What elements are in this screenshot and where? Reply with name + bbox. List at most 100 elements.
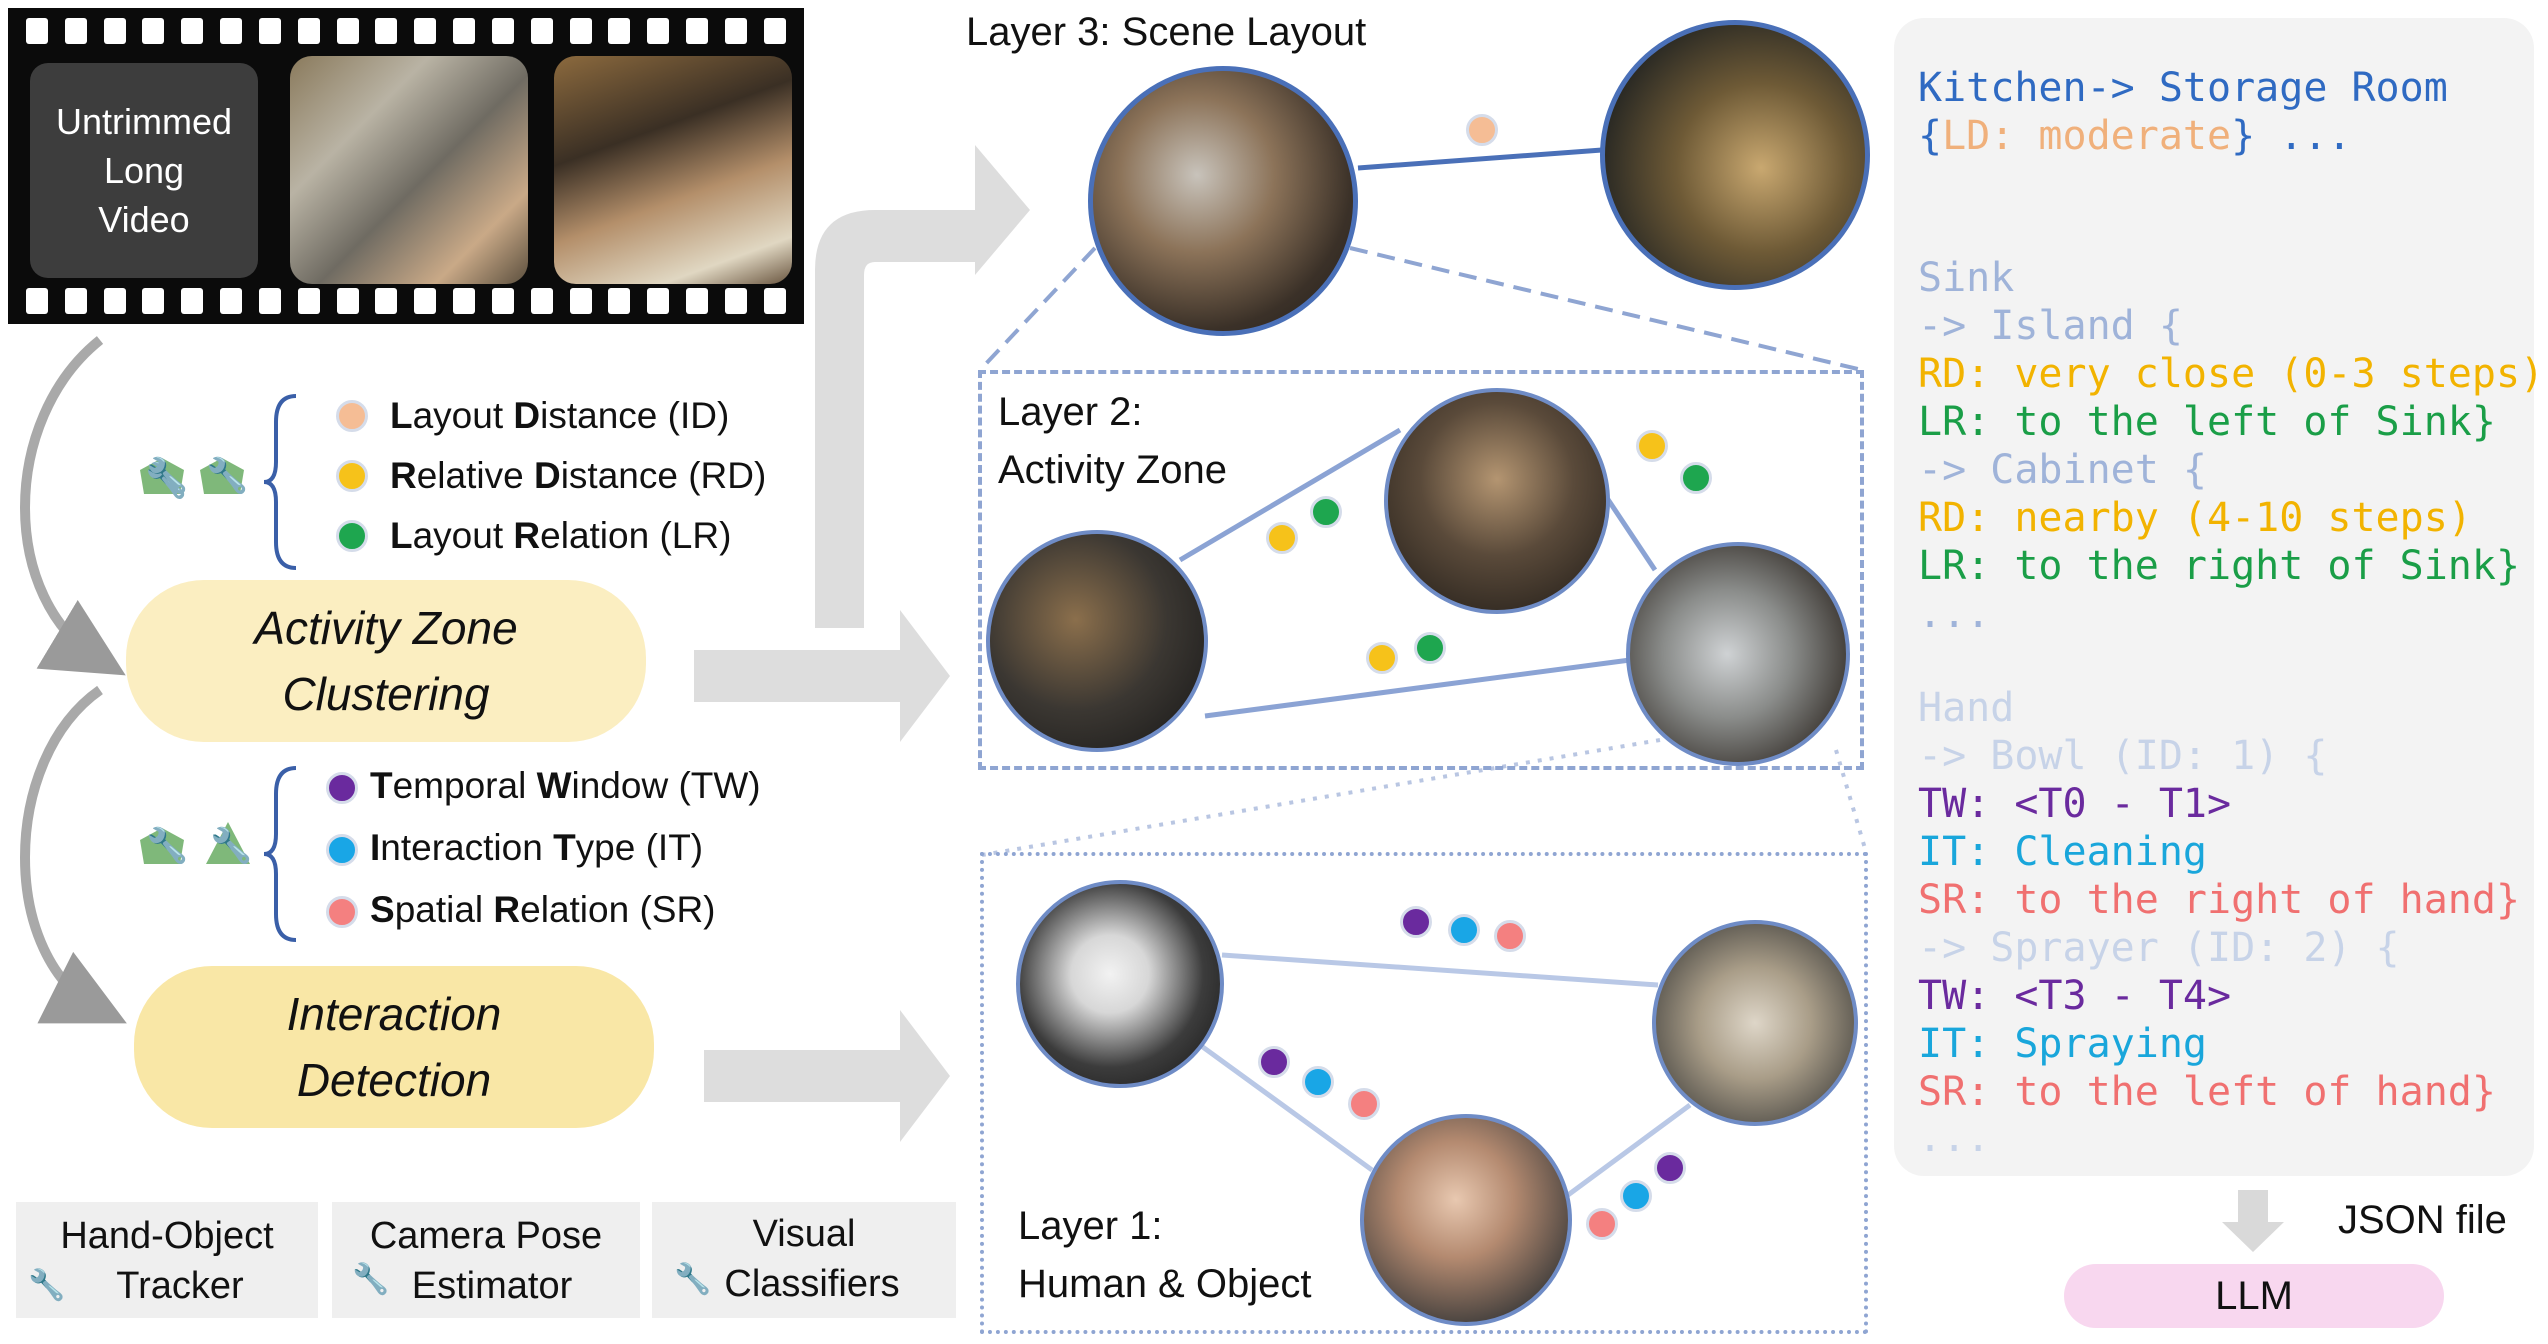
- layer3-title: Layer 3: Scene Layout: [966, 10, 1367, 54]
- wrench-icon: 🔧: [28, 1269, 66, 1302]
- json-line: LR: to the left of Sink}: [1918, 399, 2496, 445]
- layer2-box: [978, 370, 1864, 770]
- json-line: IT: Cleaning: [1918, 829, 2207, 875]
- film-holes-bottom: [26, 288, 786, 314]
- block-arrow-to-layer3: [815, 145, 1030, 628]
- wrench-icon: 🔧: [210, 827, 253, 865]
- layer2-title: Layer 2:: [998, 390, 1143, 434]
- untrimmed-video-filmstrip: Untrimmed Long Video: [8, 8, 804, 324]
- tool-label-line: Estimator: [411, 1265, 573, 1307]
- relation-dot-lr: [1414, 632, 1446, 664]
- object-circle-bowl: [1652, 920, 1858, 1126]
- json-line: TW: <T0 - T1>: [1918, 781, 2232, 827]
- legend-dot-id: [336, 400, 368, 432]
- relation-dot-tw: [1258, 1046, 1290, 1078]
- pill-line: Clustering: [282, 668, 490, 720]
- relation-dot-lr: [1680, 462, 1712, 494]
- legend-dot-sr: [326, 896, 358, 928]
- activity-zone-clustering-pill: Activity Zone Clustering: [126, 580, 646, 742]
- film-label-line: Video: [98, 199, 190, 240]
- pill-line: Detection: [296, 1054, 492, 1106]
- object-circle-hand: [1360, 1114, 1572, 1326]
- wrench-icon: 🔧: [146, 827, 189, 865]
- tool-visual-classifiers: Visual Classifiers: [652, 1202, 956, 1318]
- zone-circle-island: [1384, 388, 1610, 614]
- block-arrow-to-layer2: [694, 610, 950, 742]
- curved-arrow-to-detection: [20, 685, 127, 1024]
- legend-spatial-relation: Spatial Relation (SR): [370, 889, 716, 930]
- pill-line: Activity Zone: [254, 602, 518, 654]
- tool-label-line: Tracker: [116, 1265, 244, 1307]
- relation-dot-it: [1620, 1180, 1652, 1212]
- video-frame-sink: [290, 56, 528, 284]
- json-line: SR: to the right of hand}: [1918, 877, 2521, 923]
- film-label-line: Untrimmed: [55, 101, 233, 142]
- relation-dot-sr: [1586, 1208, 1618, 1240]
- relation-dot-tw: [1400, 906, 1432, 938]
- legend-brace-bottom: [263, 766, 297, 942]
- svg-text:🔧: 🔧: [145, 460, 187, 501]
- relation-dot-rd: [1636, 430, 1668, 462]
- video-frame-cooking: [554, 56, 792, 284]
- relation-dot-it: [1448, 914, 1480, 946]
- legend-dot-rd: [336, 460, 368, 492]
- tool-label-line: Hand-Object: [60, 1215, 274, 1257]
- tool-camera-pose-estimator: Camera Pose Estimator: [332, 1202, 640, 1318]
- layer2-subtitle: Activity Zone: [998, 448, 1227, 492]
- json-line: ...: [1918, 591, 1991, 637]
- json-line: {LD: moderate} ...: [1918, 113, 2352, 159]
- relation-dot-ld: [1466, 114, 1498, 146]
- legend-interaction-type: Interaction Type (IT): [370, 827, 704, 868]
- interaction-detection-pill: Interaction Detection: [134, 966, 654, 1128]
- untrimmed-video-label: Untrimmed Long Video: [30, 63, 258, 278]
- json-file-label: JSON file: [2338, 1198, 2507, 1242]
- json-line: -> Cabinet {: [1918, 447, 2207, 493]
- json-line: RD: very close (0-3 steps): [1918, 351, 2545, 397]
- block-arrow-to-layer1: [704, 1010, 950, 1142]
- wrench-icon: 🔧: [674, 1263, 712, 1296]
- json-line: -> Sprayer (ID: 2) {: [1918, 925, 2400, 971]
- layer1-title: Layer 1:: [1018, 1204, 1163, 1248]
- object-circle-sprayer: [1016, 880, 1224, 1088]
- relation-dot-it: [1302, 1066, 1334, 1098]
- down-arrow-to-llm: [2222, 1190, 2284, 1252]
- json-line: IT: Spraying: [1918, 1021, 2207, 1067]
- layer1-box: [980, 852, 1868, 1334]
- scene-circle-storage-room: [1600, 20, 1870, 290]
- pill-line: Interaction: [286, 988, 502, 1040]
- wrench-icon: 🔧: [352, 1263, 390, 1296]
- llm-box: LLM: [2064, 1264, 2444, 1328]
- relation-dot-rd: [1366, 642, 1398, 674]
- json-line: ...: [1918, 1115, 1991, 1161]
- tool-label-line: Visual: [752, 1213, 856, 1255]
- layer1-subtitle: Human & Object: [1018, 1262, 1312, 1306]
- relation-dot-rd: [1266, 522, 1298, 554]
- json-line: -> Bowl (ID: 1) {: [1918, 733, 2328, 779]
- wrench-icon: 🔧: [206, 457, 249, 495]
- relation-dot-sr: [1494, 920, 1526, 952]
- relation-dot-sr: [1348, 1088, 1380, 1120]
- json-line: SR: to the left of hand}: [1918, 1069, 2496, 1115]
- tool-label-line: Camera Pose: [369, 1215, 603, 1257]
- json-line: LR: to the right of Sink}: [1918, 543, 2521, 589]
- scene-circle-kitchen: [1088, 66, 1358, 336]
- json-line: Sink: [1918, 255, 2015, 301]
- relation-dot-lr: [1310, 496, 1342, 528]
- tool-label-line: Classifiers: [724, 1263, 900, 1305]
- json-line: TW: <T3 - T4>: [1918, 973, 2232, 1019]
- json-line: RD: nearby (4-10 steps): [1918, 495, 2472, 541]
- film-label-line: Long: [103, 150, 185, 191]
- legend-dot-lr: [336, 520, 368, 552]
- json-line: -> Island {: [1918, 303, 2183, 349]
- zone-circle-cabinet: [986, 530, 1208, 752]
- relation-dot-tw: [1654, 1152, 1686, 1184]
- legend-layout-relation: Layout Relation (LR): [390, 515, 732, 556]
- legend-layout-distance: Layout Distance (ID): [390, 395, 730, 436]
- json-output-panel: Kitchen-> Storage Room {LD: moderate} ..…: [1894, 18, 2544, 1176]
- zone-circle-sink: [1626, 542, 1850, 766]
- legend-brace-top: [263, 394, 297, 570]
- json-line: Hand: [1918, 685, 2015, 731]
- legend-dot-tw: [326, 772, 358, 804]
